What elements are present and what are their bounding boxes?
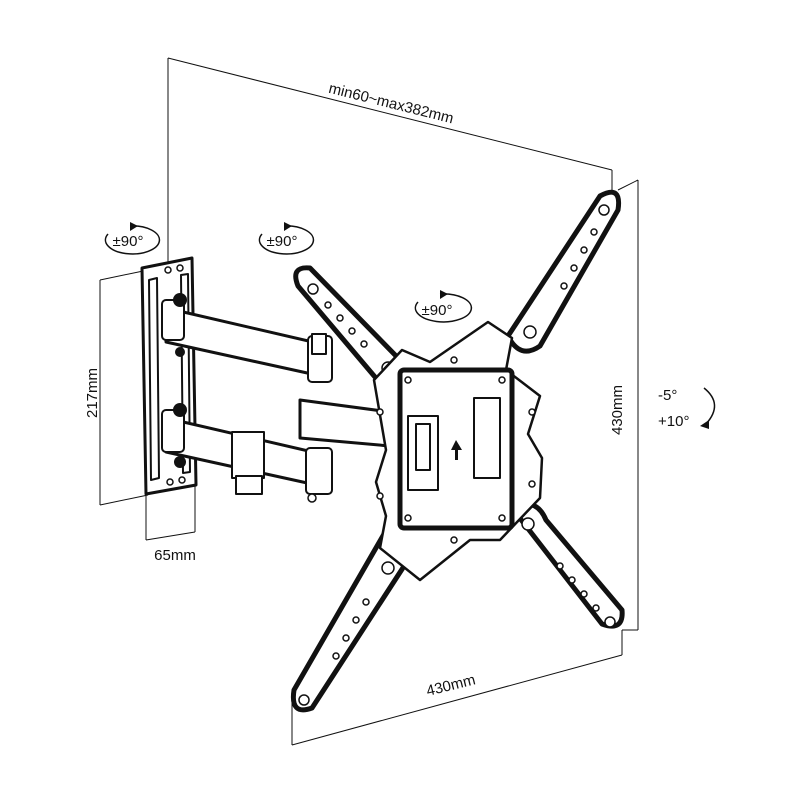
tilt-up-label: -5°	[658, 387, 677, 404]
height-label: 430mm	[609, 385, 626, 435]
screen-rotation-indicator: ±90°	[414, 290, 473, 323]
rotation-arrow-icon	[104, 225, 161, 255]
screen-rotation-label: ±90°	[422, 302, 453, 319]
arm-swivel-indicator: ±90°	[258, 222, 315, 255]
up-arrow-icon	[451, 440, 462, 460]
wall-swivel-label: ±90°	[113, 233, 144, 250]
plate-height-label: 217mm	[84, 368, 101, 418]
tilt-arrow-icon	[703, 387, 716, 425]
plate-depth-dimension: 65mm	[145, 480, 196, 564]
plate-depth-label: 65mm	[154, 547, 196, 564]
plate-height-dimension: 217mm	[84, 269, 149, 506]
rotation-arrow-icon	[414, 293, 473, 323]
central-plate	[372, 320, 544, 582]
rotation-arrow-icon	[258, 225, 315, 255]
tilt-indicator: -5° +10°	[658, 387, 716, 430]
extension-dimension: min60~max382mm	[167, 57, 613, 262]
tilt-down-label: +10°	[658, 413, 689, 430]
height-dimension: 430mm	[609, 179, 639, 631]
lower-arm	[161, 403, 333, 503]
arm-swivel-label: ±90°	[267, 233, 298, 250]
wall-swivel-indicator: ±90°	[104, 222, 161, 255]
width-label: 430mm	[425, 671, 478, 700]
wall-plate	[140, 256, 198, 496]
upper-arm	[161, 293, 333, 383]
extension-label: min60~max382mm	[327, 80, 455, 127]
